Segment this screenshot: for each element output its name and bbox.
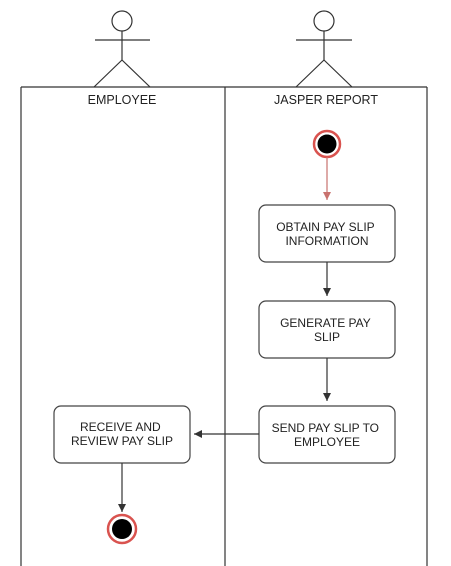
send-line-2: EMPLOYEE bbox=[294, 435, 360, 449]
svg-text:OBTAIN PAY SLIP INFORMAT: OBTAIN PAY SLIP INFORMATION bbox=[276, 220, 378, 248]
generate-line-2: SLIP bbox=[314, 330, 340, 344]
lane-label-jasper-report: JASPER REPORT bbox=[274, 93, 378, 107]
action-generate-pay-slip: GENERATE PAY SLIP bbox=[258, 300, 396, 359]
start-node bbox=[312, 129, 342, 159]
receive-line-2: REVIEW PAY SLIP bbox=[71, 434, 173, 448]
action-obtain-pay-slip-information: OBTAIN PAY SLIP INFORMATION bbox=[258, 204, 396, 263]
receive-line-1: RECEIVE AND bbox=[80, 420, 161, 434]
action-send-pay-slip-to-employee: SEND PAY SLIP TO EMPLOYEE bbox=[258, 405, 396, 464]
action-receive-and-review-pay-slip: RECEIVE AND REVIEW PAY SLIP bbox=[53, 405, 191, 464]
jasper-report-actor-icon bbox=[295, 10, 353, 88]
svg-text:GENERATE PAY SLIP: GENERATE PAY SLIP bbox=[280, 316, 374, 344]
svg-text:SEND PAY SLIP TO EMPLOYE: SEND PAY SLIP TO EMPLOYEE bbox=[272, 421, 383, 449]
end-node bbox=[106, 513, 138, 545]
generate-line-1: GENERATE PAY bbox=[280, 316, 371, 330]
employee-actor-icon bbox=[93, 10, 151, 88]
svg-text:RECEIVE AND REVIEW PAY S: RECEIVE AND REVIEW PAY SLIP bbox=[71, 420, 173, 448]
obtain-line-2: INFORMATION bbox=[285, 234, 368, 248]
swimlane-frame bbox=[20, 86, 428, 566]
obtain-line-1: OBTAIN PAY SLIP bbox=[276, 220, 374, 234]
lane-label-employee: EMPLOYEE bbox=[88, 93, 157, 107]
send-line-1: SEND PAY SLIP TO bbox=[272, 421, 379, 435]
